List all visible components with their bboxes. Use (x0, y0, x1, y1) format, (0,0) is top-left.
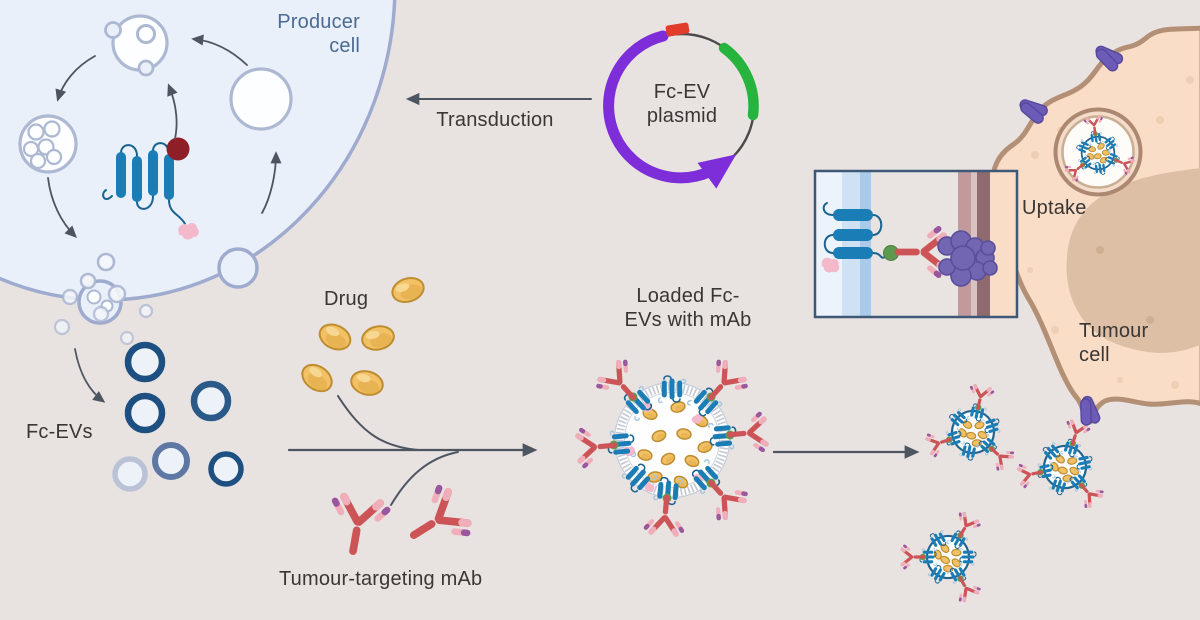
drug-label: Drug (324, 288, 369, 310)
tumour-nucleus (1066, 168, 1200, 353)
multivesicular-body (18, 114, 78, 174)
delivered-fcevs (889, 375, 1126, 611)
fc-ev-cluster (112, 341, 244, 492)
cargo-protein-icon (166, 137, 190, 161)
multivesicular-body-releasing (104, 14, 169, 77)
binding-inset (813, 169, 1019, 319)
fcev-plasmid-label: Fc-EV plasmid (646, 81, 718, 128)
fcev-plasmid-icon (603, 22, 759, 189)
released-vesicles (53, 252, 154, 346)
fc-fusion-membrane-protein-icon (102, 137, 199, 240)
biogenesis-cycle-arrows (47, 34, 282, 239)
producer-cell-label: Producer cell (277, 11, 360, 58)
fcevs-label: Fc-EVs (26, 421, 93, 443)
ev-lumen-band (815, 171, 842, 317)
secretion-arrow (74, 348, 106, 403)
endosome-with-fcev (1053, 107, 1143, 197)
inset-border (813, 169, 1019, 319)
mab-input-curve (390, 451, 459, 506)
cytoplasm-specks (1009, 76, 1194, 389)
ev-membrane-band (842, 171, 860, 317)
tumour-targeting-mab-label: Tumour-targeting mAb (279, 568, 483, 590)
tumour-cell-label: Tumour cell (1079, 320, 1149, 367)
ev-membrane-band (860, 171, 871, 317)
membrane-bud (217, 247, 259, 289)
uptake-label: Uptake (1022, 197, 1087, 219)
loaded-fcev (573, 354, 771, 539)
transduction-label: Transduction (436, 109, 554, 131)
secretory-vesicle (229, 67, 293, 131)
tumour-cell (990, 25, 1200, 425)
fc-bound-mabs (573, 354, 771, 539)
tumour-antigen-icon (937, 230, 998, 287)
producer-cell (0, 0, 397, 403)
loaded-fcevs-label: Loaded Fc-EVs with mAb (624, 285, 752, 332)
inset-fc-fusion-protein-icon (819, 202, 892, 276)
drug-input-curve (337, 395, 419, 451)
